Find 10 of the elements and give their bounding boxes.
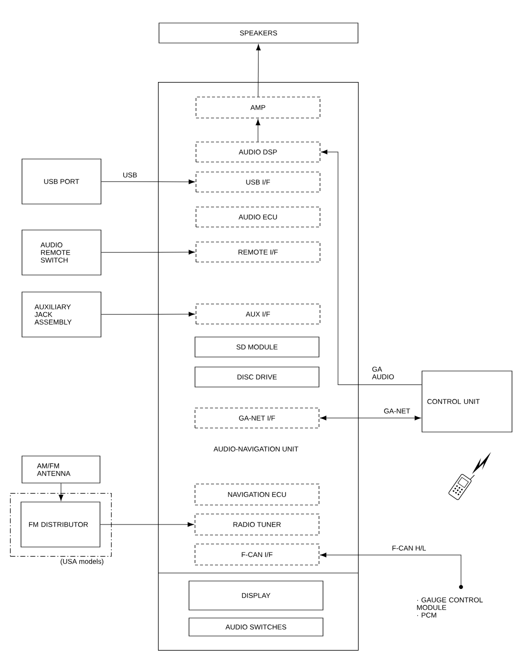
arrow bbox=[101, 250, 195, 254]
arrow bbox=[58, 483, 64, 501]
arrow bbox=[100, 522, 194, 527]
arrow bbox=[256, 119, 260, 142]
arrow bbox=[321, 150, 422, 385]
arrow bbox=[256, 44, 261, 97]
arrow bbox=[101, 312, 195, 316]
arrow bbox=[320, 552, 462, 588]
arrow bbox=[101, 180, 195, 184]
arrow bbox=[320, 416, 421, 420]
